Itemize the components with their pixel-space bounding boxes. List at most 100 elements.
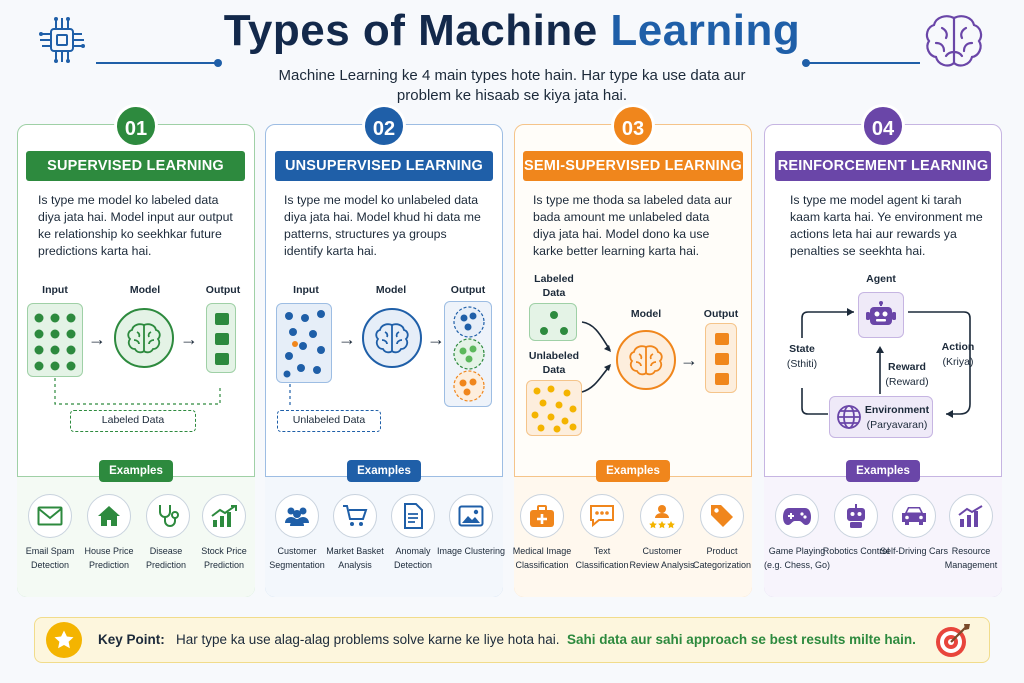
unlabeled-data-label: Unlabeled Data (528, 350, 580, 376)
example-label: Product Categorization (692, 546, 752, 570)
chip-icon (36, 14, 88, 66)
robot-icon (834, 494, 878, 538)
example-label: Self-Driving Cars (879, 546, 948, 556)
page-subtitle: Machine Learning ke 4 main types hote ha… (278, 67, 746, 104)
examples-label: Examples (596, 460, 670, 482)
card-description: Is type me model agent ki tarah kaam kar… (790, 193, 983, 258)
reward-label: Reward(Reward) (885, 361, 929, 388)
example-label: Stock Price Prediction (201, 546, 247, 570)
input-label: Input (293, 284, 319, 296)
state-label: State(Sthiti) (786, 343, 818, 370)
header-rule-right (808, 62, 920, 64)
merge-arrows (581, 321, 611, 393)
model-brain-icon (114, 308, 174, 368)
gamepad-icon (775, 494, 819, 538)
connector-line (289, 384, 291, 406)
example-label: Anomaly Detection (393, 546, 433, 570)
card-description: Is type me model ko labeled data diya ja… (38, 193, 233, 258)
example-label: Game Playing (e.g. Chess, Go) (763, 546, 831, 570)
connector-line (54, 378, 221, 405)
card-title: SUPERVISED LEARNING (26, 151, 245, 181)
environment-label: Environment(Paryavaran) (864, 404, 930, 431)
output-label: Output (205, 284, 241, 296)
example-label: Email Spam Detection (25, 546, 75, 570)
card-title: SEMI-SUPERVISED LEARNING (523, 151, 743, 181)
card-number-badge: 04 (861, 104, 905, 148)
examples-label: Examples (846, 460, 920, 482)
labeled-data-tag: Labeled Data (70, 410, 196, 432)
card-description: Is type me model ko unlabeled data diya … (284, 193, 481, 258)
output-clusters (444, 301, 492, 407)
example-label: Customer Segmentation (269, 546, 325, 570)
output-label: Output (703, 308, 739, 320)
car-icon (892, 494, 936, 538)
examples-label: Examples (347, 460, 421, 482)
example-label: Image Clustering (436, 546, 506, 556)
brain-icon (922, 12, 986, 70)
key-point-body: Har type ka use alag-alag problems solve… (176, 632, 560, 647)
output-label: Output (450, 284, 486, 296)
header-dot-left (214, 59, 222, 67)
medical-kit-icon (520, 494, 564, 538)
example-label: House Price Prediction (84, 546, 134, 570)
house-icon (87, 494, 131, 538)
users-icon (275, 494, 319, 538)
star-icon (46, 622, 82, 658)
card-number-badge: 03 (611, 104, 655, 148)
key-point-highlight: Sahi data aur sahi approach se best resu… (567, 632, 916, 647)
agent-label: Agent (866, 273, 896, 285)
key-point-text: Key Point: Har type ka use alag-alag pro… (98, 632, 916, 647)
output-boxes (206, 303, 236, 373)
example-label: Disease Prediction (145, 546, 187, 570)
labeled-data-box (529, 303, 577, 341)
page-title: Types of Machine Learning (223, 6, 801, 55)
input-data-grid (27, 303, 83, 377)
input-data-scatter (276, 303, 332, 383)
bar-chart-icon (949, 494, 993, 538)
example-label: Resource Management (944, 546, 998, 570)
document-icon (391, 494, 435, 538)
model-label: Model (375, 284, 407, 296)
examples-label: Examples (99, 460, 173, 482)
card-title: UNSUPERVISED LEARNING (275, 151, 493, 181)
model-brain-icon (362, 308, 422, 368)
stethoscope-icon (146, 494, 190, 538)
target-icon (934, 621, 972, 659)
chat-icon (580, 494, 624, 538)
agent-robot-icon (858, 292, 904, 338)
key-point-bar (34, 617, 990, 663)
example-label: Text Classification (575, 546, 629, 570)
unlabeled-data-tag: Unlabeled Data (277, 410, 381, 432)
arrow-right-icon: → (180, 329, 198, 349)
example-label: Medical Image Classification (512, 546, 572, 570)
output-boxes (705, 323, 737, 393)
card-title: REINFORCEMENT LEARNING (775, 151, 991, 181)
arrow-right-icon: → (680, 350, 698, 370)
card-number-badge: 01 (114, 104, 158, 148)
review-stars-icon (640, 494, 684, 538)
cart-icon (333, 494, 377, 538)
card-number-badge: 02 (362, 104, 406, 148)
globe-icon (836, 404, 862, 430)
tag-icon (700, 494, 744, 538)
model-brain-icon (616, 330, 676, 390)
unlabeled-data-box (526, 380, 582, 436)
arrow-right-icon: → (427, 329, 445, 349)
example-label: Robotics Control (822, 546, 890, 556)
arrow-right-icon: → (338, 329, 356, 349)
model-label: Model (630, 308, 662, 320)
input-label: Input (42, 284, 68, 296)
model-label: Model (129, 284, 161, 296)
mail-icon (28, 494, 72, 538)
labeled-data-label: Labeled Data (534, 273, 574, 299)
arrow-right-icon: → (88, 329, 106, 349)
rl-cycle-arrows (801, 308, 971, 418)
image-icon (449, 494, 493, 538)
example-label: Market Basket Analysis (326, 546, 384, 570)
card-description: Is type me thoda sa labeled data aur bad… (533, 193, 732, 258)
header-rule-left (96, 62, 216, 64)
key-point-label: Key Point: (98, 632, 165, 647)
chart-up-icon (202, 494, 246, 538)
example-label: Customer Review Analysis (629, 546, 695, 570)
action-label: Action(Kriya) (941, 341, 975, 368)
